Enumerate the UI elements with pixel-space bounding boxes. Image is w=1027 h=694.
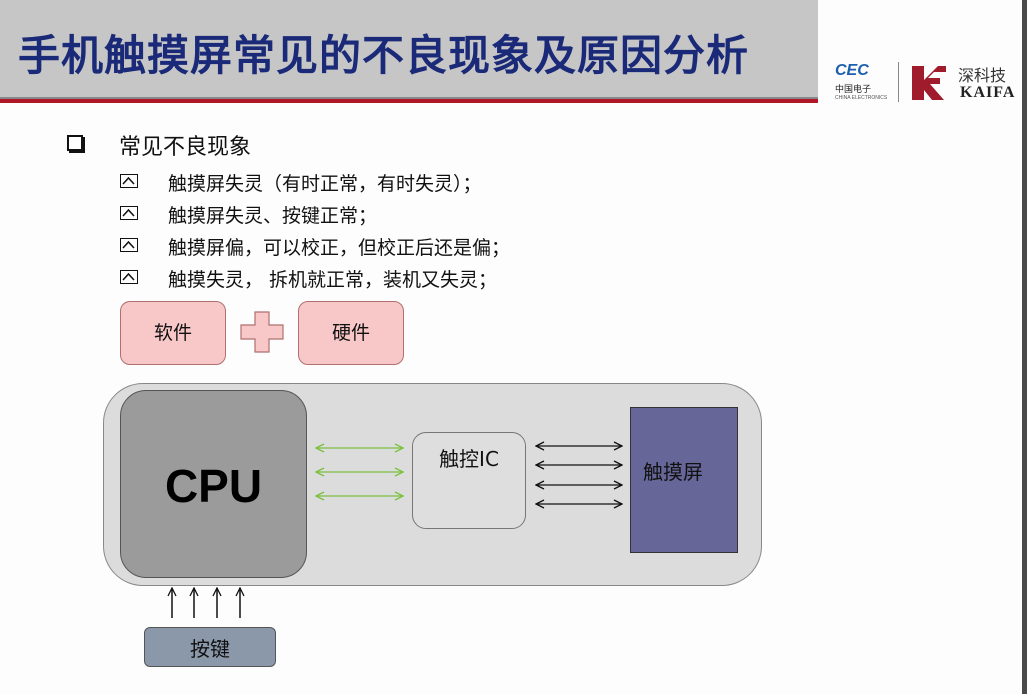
list-item-text: 触摸屏失灵、按键正常； [168, 205, 378, 227]
kaifa-logo-en: KAIFA [960, 84, 1016, 101]
chevron-box-icon [120, 206, 138, 220]
list-item-text: 触摸屏失灵（有时正常，有时失灵）； [168, 173, 482, 195]
title-divider-red [0, 99, 818, 103]
cec-logo: CEC 中国电子 CHINA ELECTRONICS [835, 62, 888, 102]
list-item-text: 触摸失灵， 拆机就正常，装机又失灵； [168, 269, 498, 291]
cec-logo-cn: 中国电子 [835, 85, 872, 95]
window-edge [1022, 0, 1027, 694]
list-item: 触摸失灵， 拆机就正常，装机又失灵； [120, 265, 720, 291]
title-band: 手机触摸屏常见的不良现象及原因分析 [0, 0, 818, 97]
cec-logo-text: CEC [835, 62, 869, 79]
cpu-block: CPU [120, 390, 307, 578]
hardware-box: 硬件 [298, 301, 404, 365]
list-item-text: 触摸屏偏，可以校正，但校正后还是偏； [168, 237, 511, 259]
list-item: 触摸屏失灵（有时正常，有时失灵）； [120, 169, 720, 195]
chevron-box-icon [120, 270, 138, 284]
plus-icon [240, 311, 284, 353]
chevron-box-icon [120, 174, 138, 188]
list-item: 触摸屏偏，可以校正，但校正后还是偏； [120, 233, 720, 259]
software-box: 软件 [120, 301, 226, 365]
kaifa-logo-cn: 深科技 [958, 66, 1007, 85]
keys-block: 按键 [144, 627, 276, 667]
page-title: 手机触摸屏常见的不良现象及原因分析 [18, 31, 750, 80]
title-divider-gray [0, 97, 818, 99]
list-item: 触摸屏失灵、按键正常； [120, 201, 720, 227]
kaifa-logo-icon [912, 66, 946, 100]
touch-screen-block: 触摸屏 [630, 407, 738, 553]
logo-divider [898, 62, 899, 102]
main-bullet-text: 常见不良现象 [119, 135, 252, 160]
cec-logo-en: CHINA ELECTRONICS [835, 95, 888, 101]
checkbox-bullet-icon [67, 135, 83, 151]
touch-ic-block: 触控IC [412, 432, 526, 529]
chevron-box-icon [120, 238, 138, 252]
